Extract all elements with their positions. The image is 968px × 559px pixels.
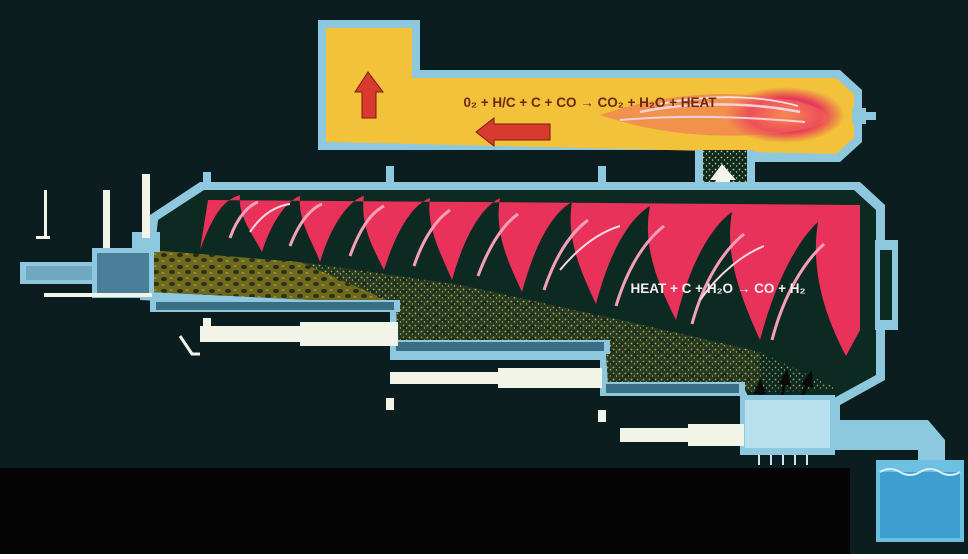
post [203, 318, 211, 328]
upper-equation: 0₂ + H/C + C + CO → CO₂ + H₂O + HEAT [464, 95, 718, 110]
quench-tank [876, 460, 964, 542]
bracket [386, 166, 394, 182]
post [386, 398, 394, 410]
bracket [203, 172, 211, 182]
bottom-band [0, 468, 850, 554]
post [598, 410, 606, 422]
lower-equation: HEAT + C + H₂O → CO + H₂ [631, 281, 806, 296]
bracket [598, 166, 606, 182]
vessel-end-cap [875, 240, 898, 330]
